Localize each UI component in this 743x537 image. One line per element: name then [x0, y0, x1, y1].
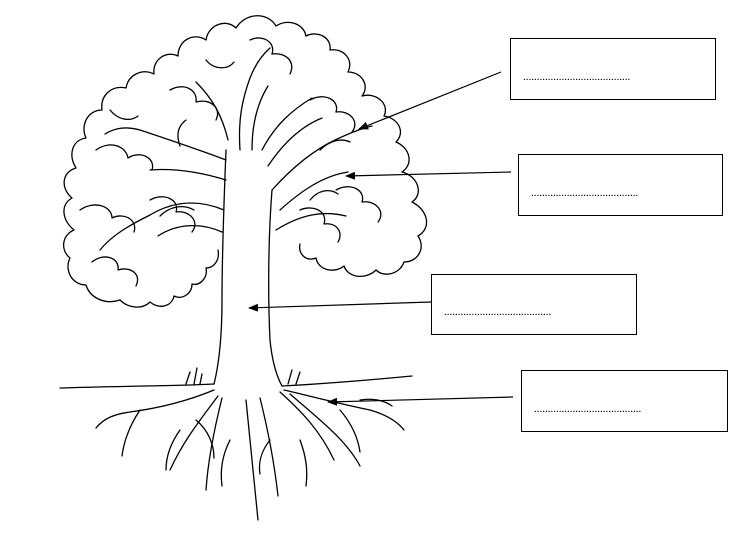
foliage-detail-10	[109, 109, 139, 121]
root-center-2	[259, 397, 279, 497]
answer-line-branches[interactable]: .......................................	[531, 188, 639, 199]
foliage-detail-1	[95, 144, 154, 171]
branch-twig-4	[309, 189, 339, 201]
branch-left-main-lower	[149, 168, 227, 181]
root-fine-4	[299, 439, 308, 487]
branch-left-upper	[195, 81, 229, 141]
branch-twig-2	[159, 205, 195, 217]
branch-right-low	[275, 212, 347, 231]
root-left-1	[95, 389, 215, 429]
arrow-leaves	[358, 71, 502, 130]
answer-line-leaves[interactable]: .......................................	[523, 72, 631, 83]
branch-twig-1	[177, 119, 187, 147]
root-right-3	[289, 393, 361, 467]
branch-twig-3	[319, 139, 351, 151]
tree-illustration	[59, 15, 428, 521]
arrow-branches	[345, 171, 512, 180]
branch-center-up	[238, 47, 271, 151]
foliage-detail-6	[309, 96, 356, 133]
root-fine-3	[220, 439, 231, 487]
answer-line-roots[interactable]: .......................................	[534, 404, 642, 415]
label-box-roots[interactable]: .......................................	[521, 370, 728, 432]
arrow-roots	[327, 396, 514, 406]
arrow-trunk	[248, 301, 432, 312]
root-fine-1	[121, 409, 141, 457]
label-box-trunk[interactable]: .......................................	[431, 274, 637, 335]
root-right-2	[283, 389, 405, 431]
root-left-2	[169, 395, 219, 471]
branch-right-upper-inner	[267, 117, 323, 167]
foliage-detail-11	[205, 59, 235, 69]
root-fine-7	[258, 439, 271, 475]
foliage-detail-3	[91, 256, 139, 287]
trunk-left-edge	[213, 149, 227, 385]
root-center	[245, 399, 259, 521]
label-box-branches[interactable]: .......................................	[518, 154, 723, 216]
label-box-leaves[interactable]: .......................................	[510, 38, 716, 100]
branch-left-low-inner	[157, 224, 223, 237]
foliage-detail-7	[335, 186, 382, 223]
foliage-detail-8	[149, 196, 196, 233]
branch-center-up-inner	[251, 85, 269, 151]
branch-left-main	[104, 127, 227, 161]
root-fine-6	[195, 419, 215, 459]
branch-left-low	[99, 202, 225, 251]
root-left-3	[205, 397, 223, 491]
foliage-detail-9	[299, 207, 341, 243]
root-fine-5	[339, 409, 361, 453]
foliage-detail-2	[79, 204, 136, 233]
foliage-detail-5	[249, 37, 293, 75]
tree-crown-left-lobes	[119, 249, 220, 308]
root-right-1	[279, 391, 335, 461]
root-fine-8	[359, 398, 393, 407]
branch-right-upper	[261, 97, 313, 151]
pointer-arrows	[248, 71, 514, 406]
root-fine-2	[165, 429, 181, 471]
trunk-right-edge	[268, 189, 283, 387]
grass-tufts	[185, 367, 301, 385]
foliage-detail-4	[169, 86, 219, 121]
ground-line	[59, 375, 413, 389]
answer-line-trunk[interactable]: .......................................	[444, 307, 552, 318]
branch-right-main-inner	[279, 171, 349, 211]
tree-crown-outline	[63, 15, 428, 303]
